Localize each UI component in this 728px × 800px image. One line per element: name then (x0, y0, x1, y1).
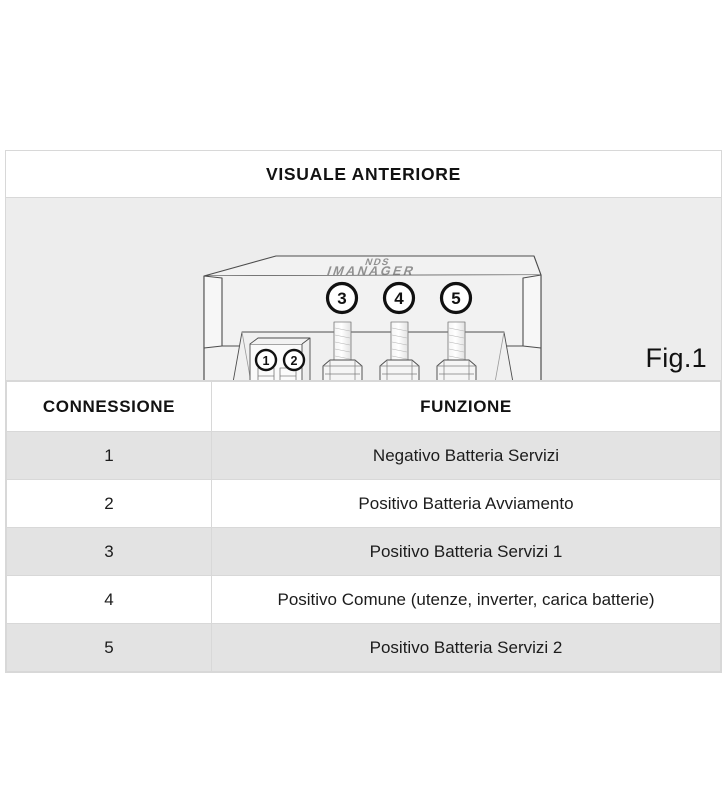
callout-badge-3: 3 (325, 281, 359, 315)
cell-function: Positivo Batteria Servizi 2 (211, 623, 721, 672)
figure-title-row: VISUALE ANTERIORE (6, 151, 721, 198)
table-row: 5 Positivo Batteria Servizi 2 (6, 623, 721, 672)
callout-label-3: 3 (337, 289, 346, 308)
cell-connection: 5 (6, 623, 212, 672)
connection-function-table: CONNESSIONE FUNZIONE 1 Negativo Batteria… (6, 381, 721, 672)
cell-function: Negativo Batteria Servizi (211, 431, 721, 480)
terminal-stud-5 (436, 321, 477, 380)
callout-badge-2: 2 (282, 348, 306, 372)
device-front-view-drawing: NDS IMANAGER (203, 255, 542, 380)
callout-label-2: 2 (291, 354, 298, 368)
callout-badge-1: 1 (254, 348, 278, 372)
page-title: VISUALE ANTERIORE (265, 163, 462, 184)
header-funzione: FUNZIONE (211, 381, 721, 432)
header-connessione: CONNESSIONE (6, 381, 212, 432)
callout-label-1: 1 (263, 354, 270, 368)
callout-badge-5: 5 (439, 281, 473, 315)
device-illustration-panel: NDS IMANAGER (6, 198, 721, 381)
svg-text:IMANAGER: IMANAGER (325, 263, 418, 278)
table-header-row: CONNESSIONE FUNZIONE (6, 381, 721, 432)
table-row: 3 Positivo Batteria Servizi 1 (6, 527, 721, 576)
cell-connection: 3 (6, 527, 212, 576)
table-row: 4 Positivo Comune (utenze, inverter, car… (6, 575, 721, 624)
figure-card: VISUALE ANTERIORE NDS (5, 150, 722, 673)
terminal-stud-3 (322, 321, 363, 380)
figure-caption: Fig.1 (645, 343, 707, 373)
callout-badge-4: 4 (382, 281, 416, 315)
left-mounting-flange (203, 275, 244, 380)
cell-function: Positivo Comune (utenze, inverter, caric… (211, 575, 721, 624)
table-row: 1 Negativo Batteria Servizi (6, 431, 721, 480)
device-brand-logo: NDS IMANAGER (325, 257, 418, 278)
callout-label-5: 5 (451, 289, 460, 308)
cell-connection: 2 (6, 479, 212, 528)
terminal-stud-4 (379, 321, 420, 380)
svg-text:NDS: NDS (364, 257, 392, 268)
callout-label-4: 4 (394, 289, 404, 308)
cell-connection: 4 (6, 575, 212, 624)
cell-connection: 1 (6, 431, 212, 480)
table-row: 2 Positivo Batteria Avviamento (6, 479, 721, 528)
cell-function: Positivo Batteria Servizi 1 (211, 527, 721, 576)
cell-function: Positivo Batteria Avviamento (211, 479, 721, 528)
